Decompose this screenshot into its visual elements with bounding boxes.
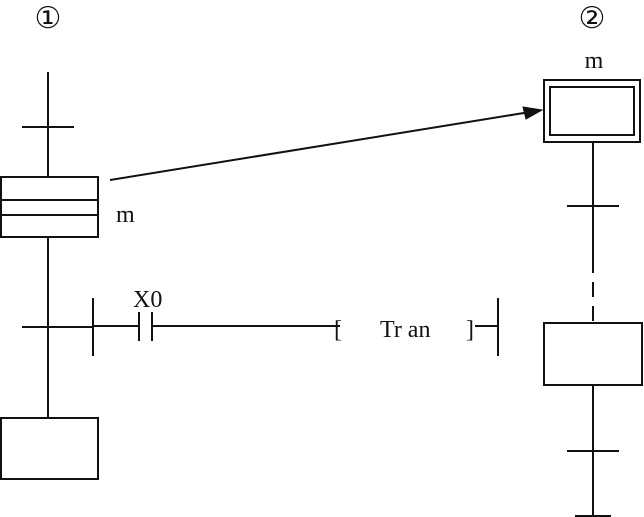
left-next-step-box	[0, 417, 99, 480]
left-sfc-marker: ①	[35, 2, 62, 35]
ladder-rung: X0 [ Tr an ]	[92, 287, 499, 356]
right-step-box	[543, 322, 643, 386]
contact-label: X0	[133, 287, 162, 313]
right-sfc-marker: ②	[579, 2, 606, 35]
initial-step-label: m	[585, 48, 604, 74]
right-sfc: ② m	[543, 2, 643, 517]
expansion-arrow	[109, 106, 544, 181]
arrow-head	[522, 106, 544, 120]
initial-step-box	[543, 79, 641, 143]
instruction-close-bracket: ]	[466, 317, 474, 343]
instruction-text: Tr an	[380, 317, 430, 343]
arrow-shaft	[109, 111, 531, 181]
left-sfc: ① m	[0, 2, 135, 480]
macro-step-box	[0, 176, 99, 238]
macro-step-label: m	[116, 202, 135, 228]
instruction-open-bracket: [	[334, 317, 342, 343]
